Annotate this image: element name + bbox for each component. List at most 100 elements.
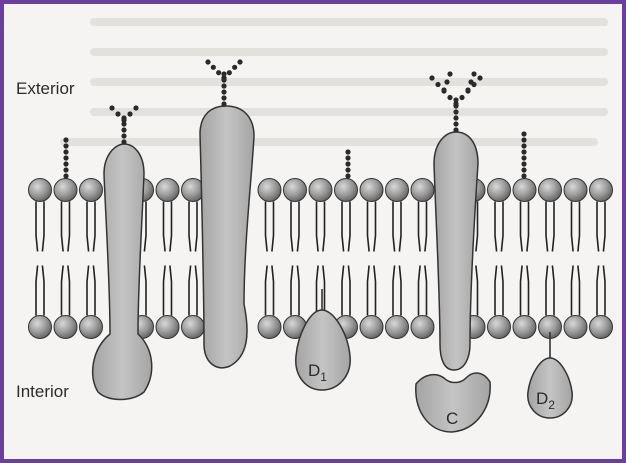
- lipid-tail: [195, 266, 197, 316]
- sugar-bead: [477, 75, 482, 80]
- membrane-diagram: Exterior Interior D1 C D2: [4, 4, 622, 459]
- sugar-bead: [227, 70, 232, 75]
- lipid-head: [590, 179, 613, 202]
- lipid-tail: [189, 266, 191, 316]
- lipid-tail: [42, 202, 44, 252]
- lipid-head: [54, 316, 77, 339]
- lipid-head: [488, 316, 511, 339]
- lipid-tail: [164, 202, 166, 252]
- sugar-bead: [109, 105, 114, 110]
- lipid-tail: [348, 266, 350, 316]
- sugar-bead: [444, 79, 449, 84]
- lipid-tail: [62, 202, 64, 252]
- lipid-tail: [476, 202, 478, 252]
- sugar-bead: [453, 115, 458, 120]
- lipid-head: [80, 179, 103, 202]
- lipid-tail: [501, 202, 503, 252]
- sugar-bead: [453, 121, 458, 126]
- sugar-bead: [468, 79, 473, 84]
- lipid-head: [309, 179, 332, 202]
- lipid-tail: [297, 266, 299, 316]
- lipid-tail: [170, 266, 172, 316]
- sugar-bead: [221, 101, 226, 106]
- lipid-head: [360, 179, 383, 202]
- sugar-bead: [521, 173, 526, 178]
- lipid-tail: [144, 202, 146, 252]
- lipid-tail: [552, 202, 554, 252]
- sugar-bead: [121, 117, 126, 122]
- sugar-bead: [115, 111, 120, 116]
- lipid-tail: [495, 202, 497, 252]
- lipid-tail: [419, 266, 421, 316]
- exterior-label: Exterior: [16, 79, 75, 98]
- lipid-head: [284, 179, 307, 202]
- lipid-head: [513, 316, 536, 339]
- lipid-tail: [374, 202, 376, 252]
- lipid-tail: [144, 266, 146, 316]
- sugar-bead: [435, 82, 440, 87]
- sugar-bead: [453, 101, 458, 106]
- sugar-bead: [63, 155, 68, 160]
- lipid-tail: [42, 266, 44, 316]
- sugar-bead: [221, 95, 226, 100]
- lipid-tail: [495, 266, 497, 316]
- lipid-tail: [342, 266, 344, 316]
- lipid-head: [258, 179, 281, 202]
- interior-label: Interior: [16, 382, 69, 401]
- sugar-bead: [345, 173, 350, 178]
- lipid-tail: [348, 202, 350, 252]
- lipid-tail: [546, 266, 548, 316]
- sugar-bead: [221, 83, 226, 88]
- lipid-head: [411, 316, 434, 339]
- lipid-tail: [521, 266, 523, 316]
- lipid-tail: [342, 202, 344, 252]
- lipid-head: [360, 316, 383, 339]
- lipid-tail: [170, 202, 172, 252]
- background-text-lines: [64, 22, 604, 142]
- lipid-tail: [603, 202, 605, 252]
- lipid-head: [80, 316, 103, 339]
- lipid-tail: [419, 202, 421, 252]
- lipid-tail: [368, 202, 370, 252]
- lipid-tail: [297, 202, 299, 252]
- sugar-bead: [521, 131, 526, 136]
- lipid-tail: [552, 266, 554, 316]
- sugar-bead: [121, 133, 126, 138]
- lipid-tail: [272, 202, 274, 252]
- sugar-bead: [63, 173, 68, 178]
- sugar-bead: [133, 105, 138, 110]
- lipid-head: [539, 179, 562, 202]
- sugar-bead: [465, 87, 470, 92]
- lipid-tail: [425, 266, 427, 316]
- sugar-bead: [521, 143, 526, 148]
- lipid-tail: [317, 202, 319, 252]
- sugar-bead: [232, 65, 237, 70]
- lipid-tail: [87, 202, 89, 252]
- sugar-bead: [221, 75, 226, 80]
- sugar-bead: [345, 167, 350, 172]
- lipid-tail: [393, 266, 395, 316]
- sugar-bead: [216, 70, 221, 75]
- sugar-bead: [453, 109, 458, 114]
- lipid-tail: [399, 202, 401, 252]
- lipid-tail: [189, 202, 191, 252]
- lipid-head: [564, 179, 587, 202]
- lipid-head: [590, 316, 613, 339]
- sugar-bead: [121, 127, 126, 132]
- lipid-head: [335, 179, 358, 202]
- lipid-tail: [323, 202, 325, 252]
- lipid-tail: [36, 202, 38, 252]
- lipid-tail: [603, 266, 605, 316]
- sugar-bead: [63, 167, 68, 172]
- protein-c-label: C: [446, 409, 458, 428]
- lipid-tail: [572, 266, 574, 316]
- lipid-head: [564, 316, 587, 339]
- sugar-bead: [345, 161, 350, 166]
- lipid-tail: [266, 266, 268, 316]
- sugar-bead: [521, 167, 526, 172]
- lipid-head: [386, 179, 409, 202]
- integral-protein-1: [93, 144, 152, 400]
- sugar-bead: [447, 71, 452, 76]
- sugar-bead: [237, 59, 242, 64]
